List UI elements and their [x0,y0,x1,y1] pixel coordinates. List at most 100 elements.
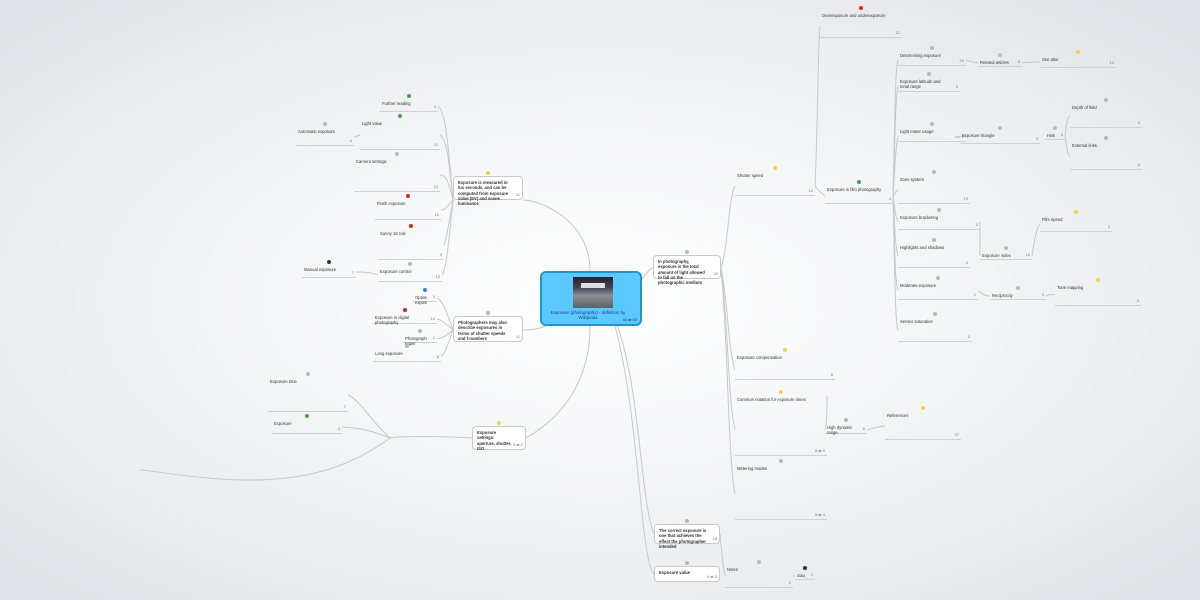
connection-line [389,436,473,439]
topic-meta: 2 [967,334,970,339]
topic-meta: 12 [895,30,900,35]
topic-marker-icon [398,114,402,118]
connection-line [720,267,736,495]
topic-marker-icon [930,122,934,126]
topic-text: Depth of field [1072,105,1097,110]
root-title: Exposure (photography) - definition by W… [550,310,626,321]
topic-meta: 12 [808,188,813,193]
topic-meta: 5 [432,294,435,299]
topic-marker-icon [932,170,936,174]
connection-line [522,199,591,272]
topic-meta: 3 [1035,136,1038,141]
topic-meta: 14 [430,316,435,321]
topic-n2[interactable]: Exposure is measured in lux seconds, and… [453,171,523,206]
topic-text: Tone mapping [1057,285,1084,290]
root-topic[interactable]: Exposure (photography) - definition by W… [540,271,642,326]
topic-n5[interactable]: The correct exposure is one that achieve… [654,519,720,549]
connection-line [1021,61,1041,64]
topic-text: Exposure control [380,269,412,274]
topic-meta: 16 [1025,252,1030,257]
connection-line [719,533,726,577]
topic-meta: 4 [433,104,436,109]
topic-text: Exposure is measured in lux seconds, and… [458,180,509,207]
topic-marker-icon [306,372,310,376]
topic-n24[interactable]: Histogram3 [1045,126,1065,140]
topic-meta: 1 [973,292,976,297]
topic-text: Zone system [900,177,924,182]
topic-meta: 5 ⇄ 2 [512,442,523,447]
topic-marker-icon [1074,210,1078,214]
topic-marker-icon [937,208,941,212]
topic-marker-icon [305,414,309,418]
connection-line [720,267,736,431]
topic-marker-icon [327,260,331,264]
topic-text: Photographic paper [405,336,427,347]
connection-line [436,318,454,331]
topic-marker-icon [936,276,940,280]
topic-marker-icon [405,344,409,348]
connection-line [441,199,454,276]
topic-meta: 4 [888,196,891,201]
topic-marker-icon [757,560,761,564]
topic-meta: 10 [433,184,438,189]
topic-n1[interactable]: In photography, exposure is the total am… [653,250,721,285]
connection-line [892,189,899,197]
topic-marker-icon [407,94,411,98]
connection-line [436,329,454,340]
topic-n43[interactable]: Optimum exposure5 [413,288,437,305]
topic-meta: 1 [432,335,435,340]
topic-meta: 11 [515,334,520,339]
connection-line [824,395,828,431]
topic-marker-icon [409,224,413,228]
topic-text: Light meter usage [900,129,934,134]
topic-marker-icon [779,459,783,463]
topic-n4[interactable]: Exposure settings: aperture, shutter, IS… [472,421,526,451]
connection-line [1064,115,1071,137]
topic-n45[interactable]: Photographic paper 1 [403,329,437,346]
topic-n34[interactable]: Sources3 [795,566,815,580]
topic-text: In photography, exposure is the total am… [658,259,705,286]
connection-line [814,185,826,197]
topic-n3[interactable]: Photographers may also describe exposure… [453,311,523,342]
